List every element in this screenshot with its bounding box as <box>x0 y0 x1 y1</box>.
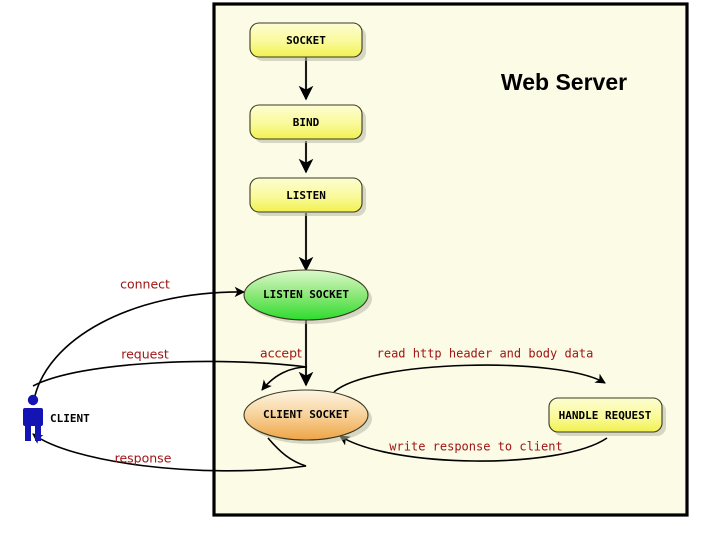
node-listen[interactable]: LISTEN <box>249 177 366 216</box>
actor-left-leg-icon <box>25 424 31 441</box>
node-label-handle-request: HANDLE REQUEST <box>559 409 652 422</box>
page-title: Web Server <box>501 69 627 95</box>
actor-label-client: CLIENT <box>50 412 90 425</box>
edge-request: request <box>32 347 308 391</box>
edge-connect: connect <box>33 277 246 401</box>
actor-body-icon <box>23 408 43 426</box>
edge-read-http: read http header and body data <box>333 347 606 393</box>
node-label-listen-socket: LISTEN SOCKET <box>263 288 349 301</box>
edge-label-response: response <box>115 451 172 466</box>
node-client-socket[interactable]: CLIENT SOCKET <box>243 389 372 444</box>
edge-label-read-http: read http header and body data <box>377 347 594 361</box>
node-label-listen: LISTEN <box>286 189 326 202</box>
edge-label-request: request <box>121 347 169 362</box>
node-listen-socket[interactable]: LISTEN SOCKET <box>243 269 372 324</box>
node-label-socket: SOCKET <box>286 34 326 47</box>
edge-accept: accept <box>260 320 314 387</box>
edge-response: response <box>32 433 307 472</box>
actor-head-icon <box>27 394 39 406</box>
node-socket[interactable]: SOCKET <box>249 22 366 61</box>
client-actor[interactable]: CLIENT <box>23 394 90 441</box>
node-handle-request[interactable]: HANDLE REQUEST <box>548 397 666 436</box>
node-bind[interactable]: BIND <box>249 104 366 143</box>
edge-label-write-response: write response to client <box>389 440 562 454</box>
edge-write-response: write response to client <box>339 435 608 462</box>
edge-label-connect: connect <box>120 277 170 292</box>
node-label-bind: BIND <box>293 116 320 129</box>
actor-right-leg-icon <box>35 424 41 441</box>
edge-label-accept: accept <box>260 346 302 361</box>
node-label-client-socket: CLIENT SOCKET <box>263 408 349 421</box>
